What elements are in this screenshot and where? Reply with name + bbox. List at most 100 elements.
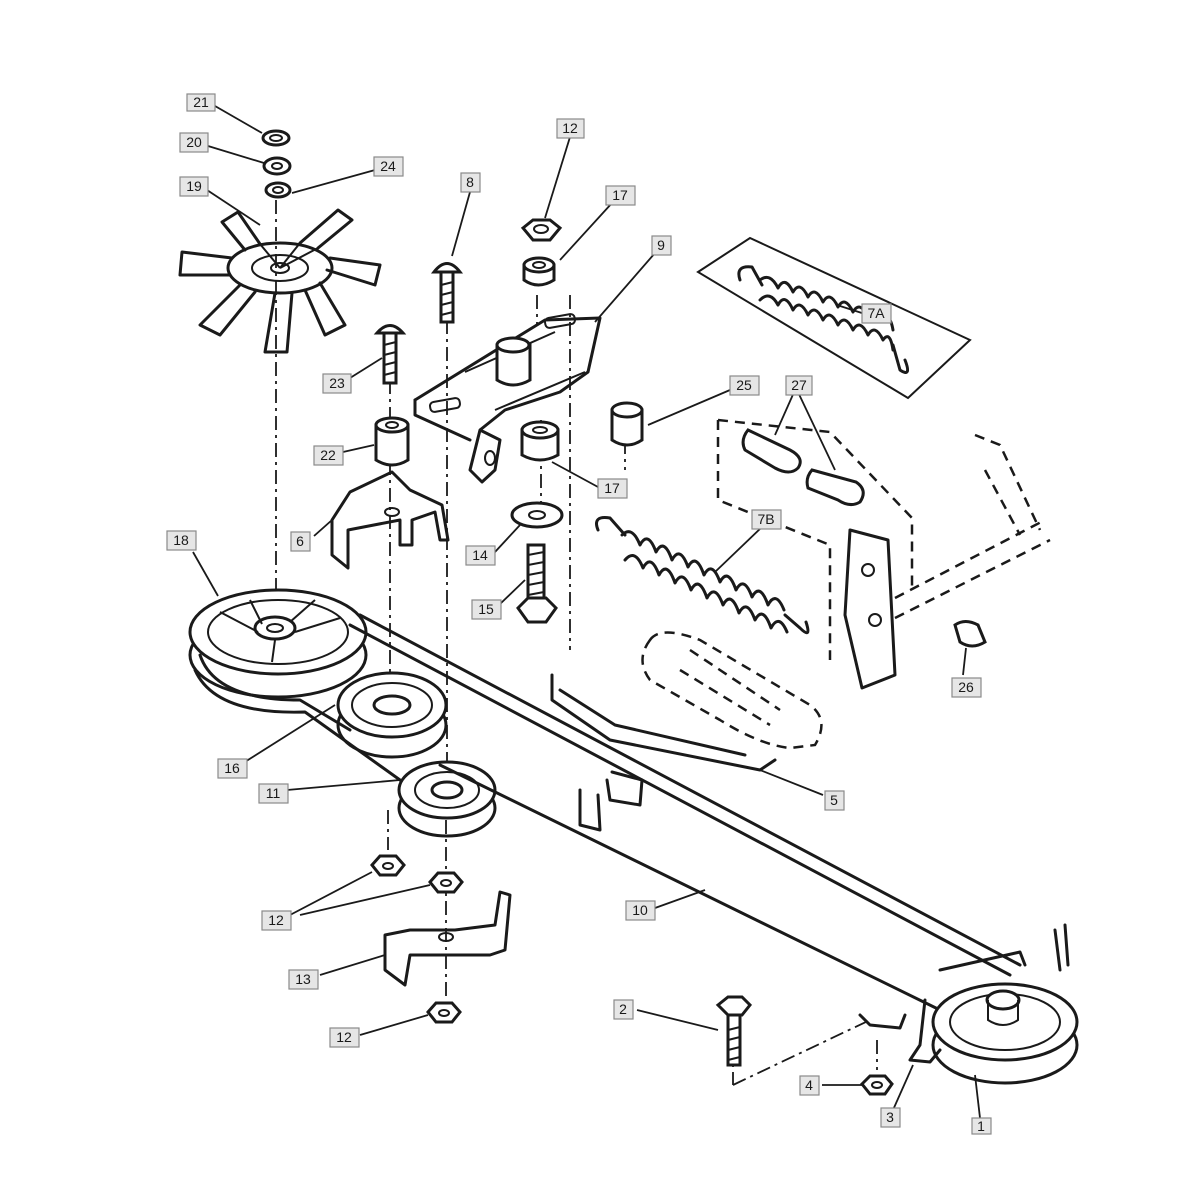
svg-text:8: 8 — [466, 174, 474, 190]
svg-text:2: 2 — [619, 1001, 627, 1017]
spring-kit-box-7A — [696, 236, 972, 400]
svg-text:22: 22 — [320, 447, 336, 463]
svg-text:26: 26 — [958, 679, 974, 695]
svg-text:12: 12 — [336, 1029, 352, 1045]
callout-label: 23 — [322, 373, 352, 394]
mounting-bracket-part-13 — [383, 890, 512, 987]
control-lever-alternate — [843, 433, 1051, 690]
svg-text:7A: 7A — [867, 305, 885, 321]
drive-pulley-part-18 — [188, 588, 368, 699]
hex-nut-part-12-bottom — [426, 1001, 462, 1024]
drive-belt-part-10 — [193, 613, 1022, 1012]
roll-pins-part-27 — [716, 418, 914, 660]
callout-label: 20 — [179, 132, 209, 153]
svg-text:18: 18 — [173, 532, 189, 548]
svg-text:1: 1 — [977, 1118, 985, 1134]
callout-label: 11 — [258, 783, 289, 804]
washer-part-24 — [264, 181, 292, 199]
svg-text:27: 27 — [791, 377, 807, 393]
idler-pulley-part-16 — [336, 671, 448, 759]
svg-text:6: 6 — [296, 533, 304, 549]
hex-nut-part-4 — [859, 1074, 894, 1096]
callout-label: 5 — [824, 790, 845, 811]
callout-label: 21 — [186, 93, 216, 112]
idler-pulley-part-11 — [397, 760, 497, 838]
washer-part-14 — [510, 501, 564, 529]
callout-leaders — [192, 105, 981, 1119]
callout-label: 6 — [290, 531, 311, 552]
hex-nut-part-12-center — [428, 871, 464, 894]
retaining-ring-part-21 — [261, 129, 291, 147]
svg-text:3: 3 — [886, 1109, 894, 1125]
idler-bracket-part-6 — [330, 470, 450, 570]
hex-bolt-part-2 — [715, 995, 753, 1067]
callout-label: 12 — [261, 910, 292, 931]
spring-alternate-position — [641, 631, 823, 750]
bushing-part-26 — [953, 620, 987, 648]
svg-text:20: 20 — [186, 134, 202, 150]
extension-spring-part-7B — [595, 516, 810, 635]
callout-label: 19 — [179, 176, 209, 197]
callout-label: 12 — [329, 1027, 360, 1048]
callout-label: 4 — [799, 1075, 820, 1096]
callout-label: 15 — [471, 599, 502, 620]
hex-nut-part-12-left — [370, 854, 406, 877]
driven-pulley-part-1 — [931, 923, 1079, 1085]
svg-text:24: 24 — [380, 158, 396, 174]
tension-bracket-part-9 — [413, 313, 602, 484]
svg-text:17: 17 — [604, 480, 620, 496]
svg-text:11: 11 — [266, 785, 281, 801]
callout-label: 3 — [880, 1107, 901, 1128]
svg-text:19: 19 — [186, 178, 202, 194]
svg-text:12: 12 — [268, 912, 284, 928]
belt-guide-part-5 — [550, 673, 777, 832]
assembly-center-lines — [275, 200, 878, 1086]
spacer-part-22 — [374, 416, 410, 467]
callout-label: 7A — [861, 303, 892, 324]
callout-label: 13 — [288, 969, 319, 990]
callout-label: 26 — [951, 677, 982, 698]
callout-label: 9 — [651, 235, 672, 256]
callout-label: 18 — [166, 530, 197, 551]
callout-label: 14 — [465, 545, 496, 566]
callout-label: 22 — [313, 445, 344, 466]
svg-text:9: 9 — [657, 237, 665, 253]
washer-part-20 — [262, 156, 292, 176]
hex-nut-part-12-top — [520, 218, 563, 242]
callout-label: 7B — [751, 509, 782, 530]
callout-label: 24 — [373, 156, 404, 177]
svg-text:14: 14 — [472, 547, 488, 563]
svg-text:21: 21 — [193, 94, 209, 110]
bushing-part-17-top — [522, 256, 556, 287]
cooling-fan-part-19 — [178, 208, 382, 354]
spacer-part-25 — [610, 401, 644, 447]
bushing-part-17-lower — [520, 420, 560, 462]
svg-text:12: 12 — [562, 120, 578, 136]
callout-label: 12 — [556, 118, 585, 139]
svg-text:4: 4 — [805, 1077, 813, 1093]
svg-text:5: 5 — [830, 792, 838, 808]
svg-text:23: 23 — [329, 375, 345, 391]
hex-bolt-part-15 — [516, 543, 558, 624]
callout-label: 25 — [729, 375, 760, 396]
callout-label: 10 — [625, 900, 656, 921]
svg-text:10: 10 — [632, 902, 648, 918]
callout-labels: 21 20 24 19 8 12 17 9 7A 23 25 27 22 17 … — [166, 93, 992, 1135]
svg-text:13: 13 — [295, 971, 311, 987]
svg-text:16: 16 — [224, 760, 240, 776]
callout-label: 16 — [217, 758, 248, 779]
svg-text:7B: 7B — [757, 511, 774, 527]
callout-label: 27 — [785, 375, 813, 396]
callout-label: 8 — [460, 172, 481, 193]
callout-label: 2 — [613, 999, 634, 1020]
carriage-bolt-part-8 — [430, 262, 464, 324]
svg-text:15: 15 — [478, 601, 494, 617]
carriage-bolt-part-23 — [373, 324, 407, 385]
svg-text:17: 17 — [612, 187, 628, 203]
callout-label: 1 — [971, 1117, 992, 1135]
callout-label: 17 — [605, 185, 636, 206]
callout-label: 17 — [597, 478, 628, 499]
belt-guide-part-3 — [858, 950, 1027, 1064]
svg-text:25: 25 — [736, 377, 752, 393]
